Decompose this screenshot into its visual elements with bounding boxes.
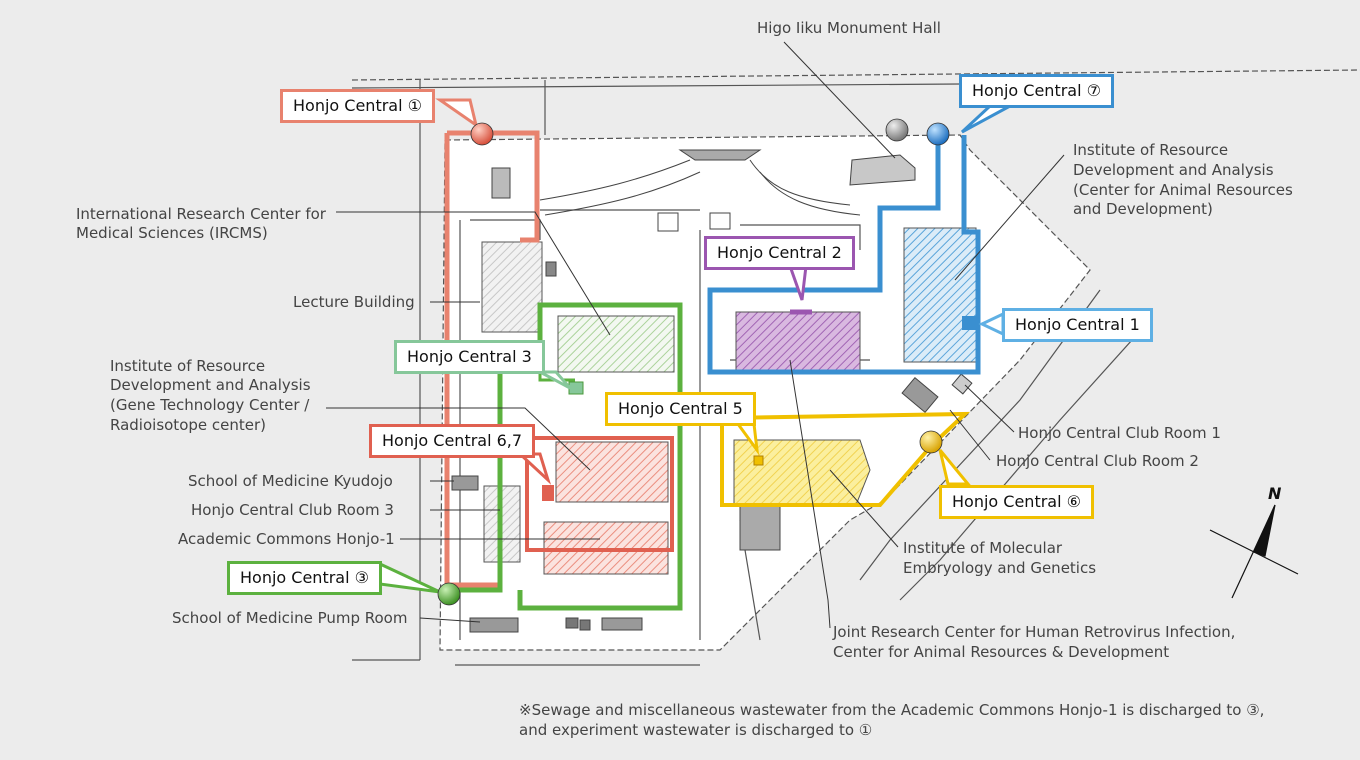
label-molecular-line2: Embryology and Genetics <box>903 559 1097 577</box>
callout-honjo-central-3: Honjo Central 3 <box>394 340 545 374</box>
note-line1: ※Sewage and miscellaneous wastewater fro… <box>519 701 1265 719</box>
marker-blue-7 <box>926 122 950 146</box>
callout-honjo-central-7: Honjo Central ⑦ <box>959 74 1114 108</box>
label-gene-line2: Development and Analysis <box>110 376 311 394</box>
label-club-room-3: Honjo Central Club Room 3 <box>191 501 394 519</box>
minor-structures <box>451 154 973 633</box>
label-lecture-building: Lecture Building <box>293 293 415 311</box>
marker-yellow-6 <box>919 430 943 454</box>
route-yellow-5 <box>720 411 971 507</box>
label-club-room-2: Honjo Central Club Room 2 <box>996 452 1199 470</box>
label-ircms-line1: International Research Center for <box>76 205 326 223</box>
label-molecular-line1: Institute of Molecular <box>903 539 1063 557</box>
route-red-67 <box>525 436 674 552</box>
callout-honjo-central-2: Honjo Central 2 <box>704 236 855 270</box>
label-higo-iiku-monument-hall: Higo Iiku Monument Hall <box>757 19 941 37</box>
callout-honjo-central-3-circled: Honjo Central ③ <box>227 561 382 595</box>
route-green-3 <box>448 302 683 611</box>
callout-honjo-central-6-7: Honjo Central 6,7 <box>369 424 536 458</box>
entrance-road <box>539 149 861 216</box>
callout-honjo-central-6: Honjo Central ⑥ <box>939 485 1094 519</box>
label-kyudojo: School of Medicine Kyudojo <box>188 472 393 490</box>
route-blue-7 <box>707 135 981 375</box>
marker-green-3 <box>437 582 461 606</box>
molecular-embryology-building <box>733 439 871 506</box>
label-animal-line2: Development and Analysis <box>1073 161 1274 179</box>
ircms-building <box>557 315 675 373</box>
label-pump-room: School of Medicine Pump Room <box>172 609 408 627</box>
source-red67 <box>542 485 554 501</box>
label-ircms-line2: Medical Sciences (IRCMS) <box>76 224 268 242</box>
label-gene-line3: (Gene Technology Center / <box>110 396 310 414</box>
label-animal-line1: Institute of Resource <box>1073 141 1229 159</box>
north-arrow-icon <box>1209 504 1299 599</box>
label-animal-line3: (Center for Animal Resources <box>1073 181 1293 199</box>
label-joint-line2: Center for Animal Resources & Developmen… <box>833 643 1170 661</box>
source-yellow5 <box>753 455 764 466</box>
callout-honjo-central-1: Honjo Central 1 <box>1002 308 1153 342</box>
source-green <box>568 381 584 395</box>
buildings <box>481 227 977 575</box>
label-club-room-1: Honjo Central Club Room 1 <box>1018 424 1221 442</box>
marker-red-1 <box>470 122 494 146</box>
callout-tails <box>378 98 1011 594</box>
label-animal-line4: and Development) <box>1073 200 1213 218</box>
note-line2: and experiment wastewater is discharged … <box>519 721 873 739</box>
marker-gray <box>885 118 909 142</box>
leader-lines <box>326 41 1065 629</box>
gene-technology-building <box>555 441 669 503</box>
lecture-building <box>481 241 543 333</box>
north-label: N <box>1268 484 1282 503</box>
label-joint-line1: Joint Research Center for Human Retrovir… <box>833 623 1236 641</box>
wastewater-note: ※Sewage and miscellaneous wastewater fro… <box>519 700 1264 740</box>
animal-resources-building <box>903 227 977 363</box>
callout-honjo-central-5: Honjo Central 5 <box>605 392 756 426</box>
discharge-markers <box>437 118 950 606</box>
label-gene-line4: Radioisotope center) <box>110 416 266 434</box>
source-blue1 <box>962 316 976 330</box>
label-academic-commons: Academic Commons Honjo-1 <box>178 530 395 548</box>
callout-honjo-central-1-circled: Honjo Central ① <box>280 89 435 123</box>
label-gene-line1: Institute of Resource <box>110 357 266 375</box>
joint-research-building <box>735 311 861 371</box>
